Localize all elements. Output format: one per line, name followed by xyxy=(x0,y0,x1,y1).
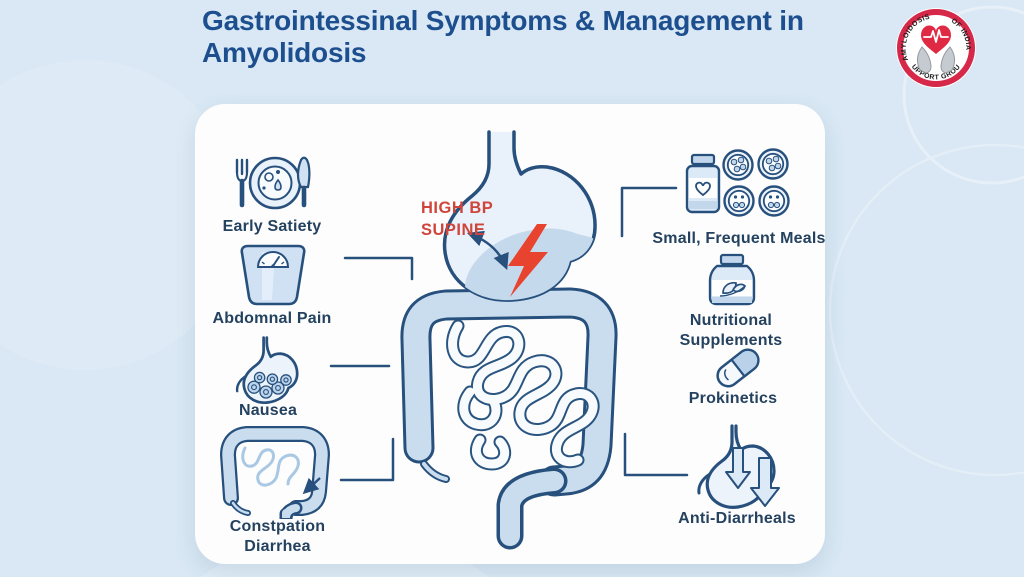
meal-plate-icon xyxy=(235,156,311,210)
center-annotation-high-bp: HIGH BP SUPINE xyxy=(421,199,494,240)
ecg-line-icon xyxy=(923,29,949,43)
intestines-icon xyxy=(220,426,330,521)
weight-scale-icon xyxy=(240,244,306,306)
lightning-bolt-icon xyxy=(508,224,548,297)
management-label-small-frequent-meals: Small, Frequent Meals xyxy=(652,230,826,247)
connector-anti-diarrheals xyxy=(623,432,689,477)
decor-circle xyxy=(0,60,240,370)
symptom-label-constipation-diarrhea: Constpation Diarrhea xyxy=(229,518,326,555)
decor-circle xyxy=(828,143,1024,477)
reflux-arrow xyxy=(466,230,509,271)
management-label-anti-diarrheals: Anti-Diarrheals xyxy=(678,510,796,527)
decor-circle xyxy=(902,5,1024,185)
down-arrow-icon xyxy=(725,447,751,489)
page-title: Gastrointessinal Symptoms & Management i… xyxy=(202,5,804,69)
symptom-label-nausea: Nausea xyxy=(238,402,298,419)
symptom-label-early-satiety: Early Satiety xyxy=(222,218,322,235)
rectum-graphic xyxy=(496,467,568,550)
nausea-swirls xyxy=(247,371,292,399)
leaf-icon xyxy=(719,282,746,297)
meal-plates-icon xyxy=(722,148,790,217)
supplement-bottle-icon xyxy=(708,253,756,306)
logo-heart-icon xyxy=(921,25,951,54)
heart-icon xyxy=(695,181,711,197)
medication-bottle-icon xyxy=(685,153,721,214)
medication-and-meal-plates-icon xyxy=(685,148,790,217)
management-label-prokinetics: Prokinetics xyxy=(688,390,778,407)
down-arrow-icon xyxy=(750,457,780,507)
capsule-icon xyxy=(716,348,760,388)
connector-small-meals xyxy=(620,186,678,238)
connector-abdominal-pain xyxy=(343,256,414,281)
anti-diarrheal-stomach-icon xyxy=(697,424,780,509)
symptom-label-abdominal-pain: Abdomnal Pain xyxy=(212,310,332,327)
gi-tract-illustration xyxy=(400,130,618,550)
colon-graphic xyxy=(400,287,618,497)
management-label-nutritional-supplements: Nutritional Supplements xyxy=(679,312,783,349)
logo-hands-icon xyxy=(916,46,956,74)
connector-lines xyxy=(329,186,689,482)
connector-constipation xyxy=(339,437,395,482)
nausea-stomach-icon xyxy=(235,336,299,405)
small-intestine-graphic xyxy=(446,319,600,471)
